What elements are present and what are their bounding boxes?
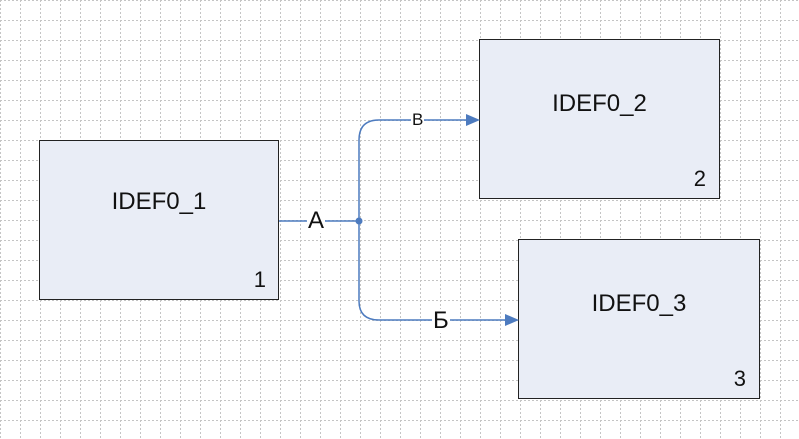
box-1-name: IDEF0_1 — [111, 188, 207, 215]
arrow-v-label: В — [411, 110, 425, 129]
box-1-number: 1 — [253, 267, 266, 292]
box-2-number: 2 — [693, 166, 706, 191]
idef0-box-1[interactable]: IDEF0_1 1 — [39, 140, 279, 300]
arrow-b-label: Б — [432, 307, 450, 334]
arrowhead-v — [466, 114, 480, 126]
arrow-v-segment[interactable] — [358, 119, 466, 221]
arrow-b-segment[interactable] — [358, 221, 506, 321]
box-2-name: IDEF0_2 — [552, 90, 647, 117]
box-3-name: IDEF0_3 — [591, 290, 687, 317]
arrow-a-label: А — [307, 207, 326, 234]
arrowhead-b — [505, 314, 519, 326]
box-3-number: 3 — [733, 366, 746, 391]
branch-junction-dot — [355, 217, 363, 225]
idef0-box-2[interactable]: IDEF0_2 2 — [479, 39, 720, 199]
idef0-box-3[interactable]: IDEF0_3 3 — [518, 239, 760, 399]
